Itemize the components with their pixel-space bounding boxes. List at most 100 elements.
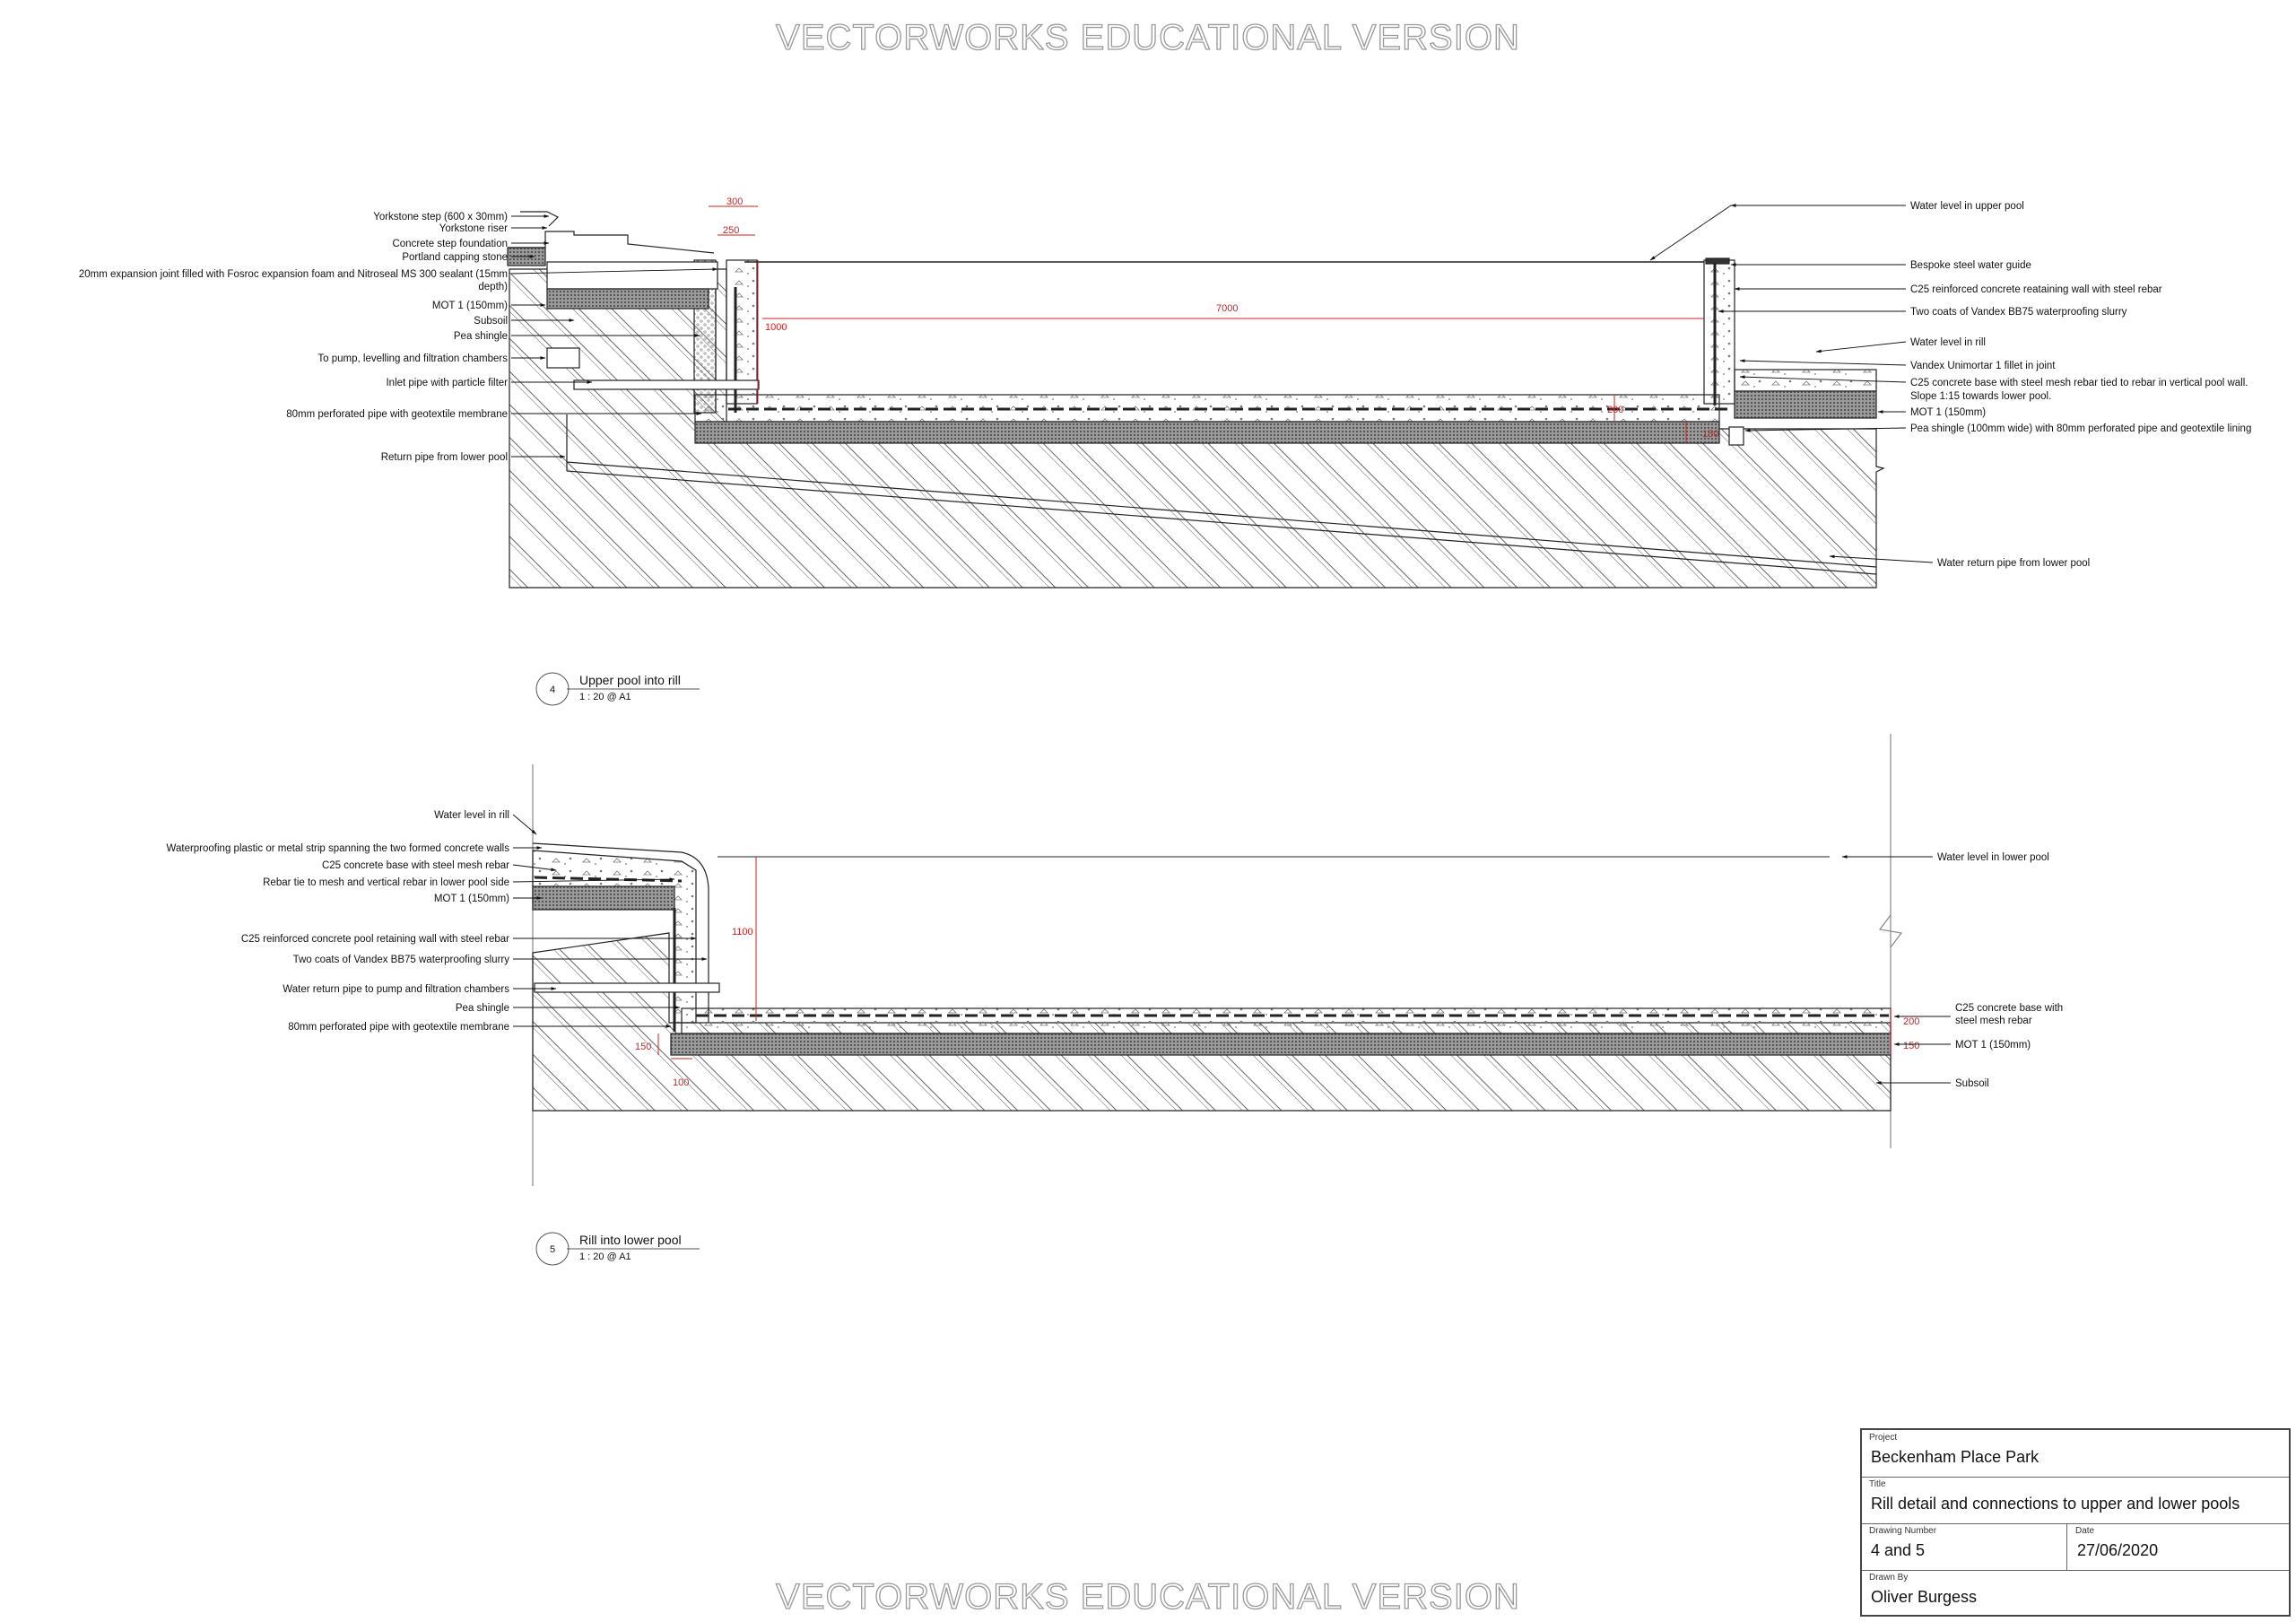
lower-pool-base [681,1007,1892,1034]
label-pea-shingle: Pea shingle [454,331,508,342]
label-mot1-right: MOT 1 (150mm) [1910,407,1986,418]
drawing-title: Rill detail and connections to upper and… [1871,1495,2240,1513]
detail-5-left-leaders [512,814,708,1028]
rill-mot [1734,390,1877,419]
detail-5-title: Rill into lower pool [579,1233,682,1247]
detail-5-left-labels: Water level in rill Waterproofing plasti… [167,810,510,1033]
perforated-pipe [1728,426,1744,446]
dim-200-5: 200 [1903,1016,1919,1027]
title-block-drawn-by: Drawn By Oliver Burgess [1862,1570,2289,1615]
watermark-top: VECTORWORKS EDUCATIONAL VERSION [776,17,1520,57]
detail-4-left-leaders [510,214,718,458]
dim-1100: 1100 [732,927,753,937]
label-c25-base-right: C25 concrete base with [1955,1003,2063,1014]
return-pipe [566,461,1877,568]
detail-5-section [532,734,1903,1186]
dim-150-left: 150 [635,1042,651,1052]
detail-4-dim-text: 300 250 1000 7000 200 150 [723,196,1718,440]
title-block-title: Title Rill detail and connections to upp… [1862,1477,2289,1524]
label-yorkstone-riser: Yorkstone riser [439,223,508,234]
right-wall [1703,259,1735,405]
detail-4-tag [535,672,700,706]
title-block-project: Project Beckenham Place Park [1862,1430,2289,1478]
label-c25-base-5: C25 concrete base with steel mesh rebar [322,860,509,871]
inlet-pipe [573,379,760,390]
label-portland-capping-stone: Portland capping stone [402,252,508,263]
dim-300: 300 [726,196,743,207]
dim-200: 200 [1607,405,1623,415]
drawing-date: 27/06/2020 [2077,1541,2159,1559]
detail-5-number: 5 [550,1244,555,1255]
drawn-by-name: Oliver Burgess [1871,1588,1978,1606]
lower-pool-mot [670,1033,1892,1056]
label-waterproofing-strip: Waterproofing plastic or metal strip spa… [167,843,510,854]
label-water-return-pipe: Water return pipe from lower pool [1937,558,2090,569]
rebar-dash-5 [534,876,683,883]
detail-4-number: 4 [550,685,555,695]
label-rebar-tie: Rebar tie to mesh and vertical rebar in … [263,877,509,888]
dim-7000: 7000 [1216,303,1238,314]
label-c25-base-tied: C25 concrete base with steel mesh rebar … [1910,378,2248,388]
detail-5-right-labels: Water level in lower pool C25 concrete b… [1937,852,2063,1089]
chamber-box [546,347,580,369]
label-perforated-pipe-5: 80mm perforated pipe with geotextile mem… [288,1022,509,1033]
detail-5-tag-text: 5 Rill into lower pool 1 : 20 @ A1 [550,1233,682,1262]
detail-4-section [507,211,1885,589]
detail-5-dim-text: 1100 200 150 150 100 [635,927,1919,1088]
detail-5-right-leaders [1841,855,1951,1085]
label-expansion-joint-depth: depth) [478,282,508,292]
dim-250: 250 [723,225,739,236]
drawing-number-label: Drawing Number [1869,1526,1937,1536]
label-water-level-upper-pool: Water level in upper pool [1910,201,2024,212]
steel-water-guide [1705,257,1730,265]
mot-under-step [546,288,709,310]
label-subsoil: Subsoil [474,316,508,327]
drawing-number: 4 and 5 [1871,1541,1926,1559]
label-expansion-joint: 20mm expansion joint filled with Fosroc … [79,269,508,280]
date-label: Date [2075,1526,2095,1536]
label-vandex-fillet: Vandex Unimortar 1 fillet in joint [1910,361,2056,371]
label-c25-retaining-wall-5: C25 reinforced concrete pool retaining w… [241,934,509,945]
label-mot1-right-5: MOT 1 (150mm) [1955,1040,2031,1051]
label-vandex-slurry: Two coats of Vandex BB75 waterproofing s… [1910,307,2127,318]
label-water-level-rill-5: Water level in rill [434,810,509,821]
dim-150-5: 150 [1903,1041,1919,1051]
title-block-number-date: Drawing Number 4 and 5 Date 27/06/2020 [1862,1523,2289,1571]
label-pea-shingle-right: Pea shingle (100mm wide) with 80mm perfo… [1910,423,2251,434]
detail-4-right-labels: Water level in upper pool Bespoke steel … [1910,201,2251,569]
dim-150: 150 [1702,429,1718,440]
pool-mot-layer [694,421,1720,444]
detail-5-scale: 1 : 20 @ A1 [579,1251,631,1262]
detail-4-dimensions [709,205,1704,443]
project-label: Project [1869,1433,1898,1443]
water-return-pipe-5 [534,982,720,993]
detail-4-scale: 1 : 20 @ A1 [579,692,631,702]
detail-4-title: Upper pool into rill [579,673,681,687]
label-steel-water-guide: Bespoke steel water guide [1910,260,2031,271]
rill-mot-5 [532,885,675,911]
label-perforated-pipe: 80mm perforated pipe with geotextile mem… [286,409,508,420]
title-label: Title [1869,1479,1886,1489]
label-vandex-slurry-5: Two coats of Vandex BB75 waterproofing s… [293,955,510,965]
label-mot1: MOT 1 (150mm) [432,301,508,311]
waterproofing-strip [532,842,709,1023]
dim-100: 100 [673,1077,689,1088]
step-platform [546,261,718,290]
watermark-bottom: VECTORWORKS EDUCATIONAL VERSION [776,1576,1520,1617]
label-concrete-step-foundation: Concrete step foundation [392,239,508,249]
detail-4-tag-text: 4 Upper pool into rill 1 : 20 @ A1 [550,673,681,702]
label-return-pipe: Return pipe from lower pool [381,452,508,463]
title-block: Project Beckenham Place Park Title Rill … [1860,1428,2291,1617]
left-wall-inner [726,259,758,405]
label-c25-retaining-wall: C25 reinforced concrete reataining wall … [1910,284,2162,295]
label-inlet-pipe: Inlet pipe with particle filter [386,378,508,388]
label-yorkstone-step: Yorkstone step (600 x 30mm) [373,212,508,222]
label-water-level-lower-pool: Water level in lower pool [1937,852,2049,863]
label-steel-mesh-right: steel mesh rebar [1955,1016,2032,1026]
label-water-level-rill: Water level in rill [1910,337,1986,348]
detail-5-dimensions [657,857,1892,1060]
label-mot1-5: MOT 1 (150mm) [434,894,509,904]
label-to-pump: To pump, levelling and filtration chambe… [317,353,508,364]
detail-5-tag [535,1232,700,1266]
